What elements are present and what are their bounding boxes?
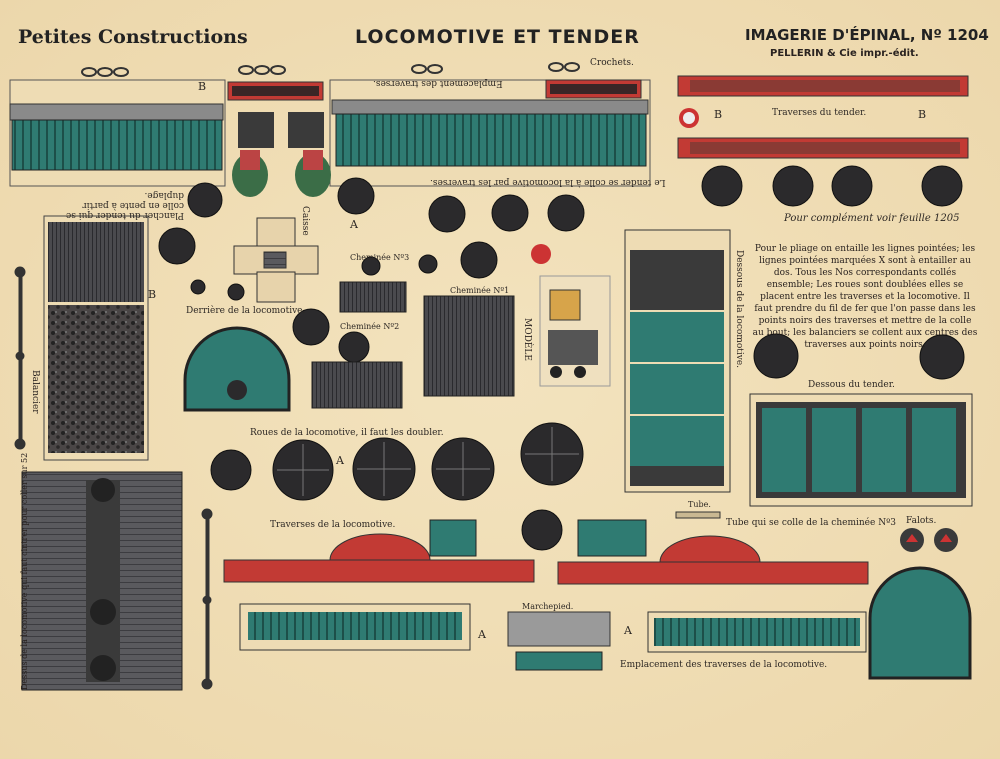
label-emplacement-loco: Emplacement des traverses de la locomoti…: [620, 660, 828, 670]
loco-traverses: [223, 519, 869, 585]
caisse-box: [233, 217, 319, 303]
loco-frames: [239, 603, 867, 671]
loco-top-panel: [21, 471, 183, 691]
label-traverses-tender: Traverses du tender.: [772, 108, 867, 118]
under-locomotive: [624, 229, 731, 493]
label-crochets: Crochets.: [590, 58, 634, 68]
sheet-title: LOCOMOTIVE ET TENDER: [355, 26, 640, 48]
label-emplacement-traverses: Emplacement des traverses.: [373, 78, 503, 88]
tender-side-right: [329, 79, 651, 187]
label-caisse: Caisse: [300, 206, 310, 236]
label-dessous-tender: Dessous du tender.: [808, 380, 895, 390]
tender-side-left: [9, 79, 324, 187]
label-derriere: Derrière de la locomotive.: [186, 306, 306, 316]
chimney-parts: [311, 281, 515, 409]
mark-b: B: [714, 108, 723, 121]
label-tender-colle: Le tender se colle à la locomotive par l…: [430, 177, 666, 187]
mark-b: B: [148, 288, 157, 301]
publisher-imprint: PELLERIN & Cie impr.-édit.: [770, 48, 919, 59]
tube-part: [675, 511, 721, 519]
crochets-hooks: [81, 62, 580, 77]
falots-lamps: [900, 528, 958, 552]
label-cheminee-n2: Cheminée Nº2: [340, 322, 400, 331]
label-cheminee-n1: Cheminée Nº1: [450, 286, 510, 295]
loco-wheels: [210, 422, 584, 551]
mark-a: A: [336, 454, 344, 467]
model-vignette: [531, 244, 611, 387]
mark-b: B: [918, 108, 927, 121]
tender-traverses: [677, 75, 969, 159]
label-tube: Tube.: [688, 500, 711, 509]
loco-rear-arch: [183, 326, 291, 412]
wheel-spokes: [277, 427, 579, 496]
label-traverses-loco: Traverses de la locomotive.: [270, 520, 396, 530]
loco-front-arch: [868, 566, 972, 680]
publisher-number: IMAGERIE D'ÉPINAL, Nº 1204: [745, 26, 989, 44]
tender-floor: [43, 215, 149, 461]
wheels-upper: [158, 165, 965, 380]
label-tube-cheminee: Tube qui se colle de la cheminée Nº3: [726, 518, 897, 528]
label-plancher: Plancher du tender qui se colle en pente…: [65, 190, 184, 220]
label-marchepied: Marchepied.: [522, 602, 574, 611]
mark-a: A: [350, 218, 358, 231]
label-dessous-loco: Dessous de la locomotive.: [734, 250, 744, 369]
balancier-center: [201, 508, 213, 690]
label-complement: Pour complément voir feuille 1205: [784, 213, 960, 224]
label-balancier: Balancier: [30, 370, 40, 414]
under-tender: [749, 393, 973, 507]
label-dessus-loco: Dessus de la locomotive qui faut cintrer…: [20, 452, 29, 690]
label-roues: Roues de la locomotive, il faut les doub…: [250, 428, 444, 438]
mark-a: A: [624, 624, 632, 637]
label-cheminee-n3: Cheminée Nº3: [350, 253, 410, 262]
figures-top: [232, 112, 331, 197]
mark-a: A: [478, 628, 486, 641]
balancier-left: [14, 266, 26, 450]
mark-b: B: [198, 80, 207, 93]
label-modele: MODÈLE: [522, 318, 532, 361]
label-falots: Falots.: [906, 516, 937, 526]
series-title: Petites Constructions: [18, 26, 248, 48]
assembly-instructions: Pour le pliage on entaille les lignes po…: [752, 244, 978, 350]
